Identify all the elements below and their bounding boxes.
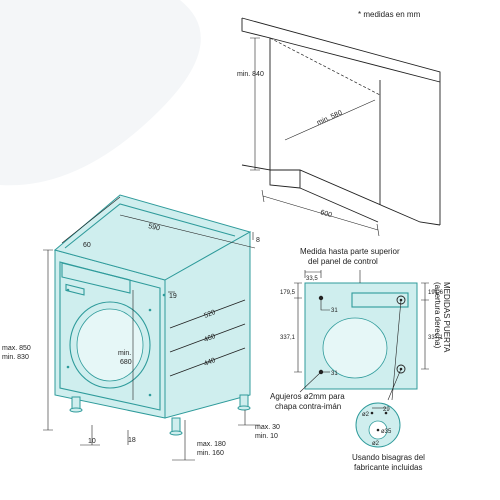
dim-18: 18: [128, 437, 136, 444]
hinge-dim-2-top: ø2: [362, 412, 370, 418]
hinge-note-line1: Usando bisagras del: [352, 453, 425, 462]
dim-8: 8: [256, 237, 260, 244]
background-shape: [0, 0, 201, 186]
dim-max-180: max. 180: [197, 441, 226, 448]
dim-19: 19: [169, 293, 177, 300]
door-drawing: [294, 270, 429, 401]
note-medida-line1: Medida hasta parte superior: [300, 247, 400, 256]
washing-machine-drawing: [43, 194, 260, 461]
cabinet-drawing: [241, 17, 441, 237]
hinge-top: [396, 295, 406, 305]
hinge-dim-35: ø35: [381, 429, 392, 435]
door-drum-circle: [322, 317, 388, 379]
dim-10: 10: [88, 438, 96, 445]
hinge-dim-29: 29: [383, 407, 390, 413]
dim-440: 440: [203, 357, 217, 368]
door-control-strip: [351, 292, 409, 308]
display-panel: [65, 283, 85, 296]
hinge-detail: [355, 402, 401, 448]
leg-front-left: [71, 396, 81, 410]
units-note: * medidas en mm: [358, 10, 421, 19]
side-label-line2: (apertura derecha): [433, 282, 442, 349]
machine-side: [164, 231, 251, 419]
dim-191-6: 191,6: [428, 290, 444, 296]
dim-min-830: min. 830: [2, 354, 29, 361]
dim-179-5: 179,5: [280, 290, 296, 296]
hinge-dim-2-bottom: ø2: [372, 441, 380, 447]
dim-460: 460: [203, 333, 217, 344]
dim-590: 590: [148, 223, 161, 232]
dim-520: 520: [203, 309, 217, 320]
holes-note-line1: Agujeros ø2mm para: [270, 392, 345, 401]
side-label-line1: MEDIDAS PUERTA: [442, 282, 451, 353]
holes-note-line2: chapa contra-imán: [275, 402, 341, 411]
dim-min-840: min. 840: [237, 71, 264, 78]
dim-337-1-right: 337,1: [428, 335, 444, 341]
dim-min-680-value: 680: [120, 359, 132, 366]
dim-min-680-label: min.: [118, 350, 131, 357]
leg-back-right: [239, 394, 249, 408]
hinge-bottom: [396, 364, 406, 374]
note-medida-line2: del panel de control: [308, 257, 378, 266]
leg-front-right: [171, 417, 181, 433]
dim-60: 60: [83, 242, 91, 249]
dim-31-top: 31: [331, 308, 338, 314]
dim-min-10: min. 10: [255, 433, 278, 440]
dim-337-1-left: 337,1: [280, 335, 296, 341]
dim-max-30: max. 30: [255, 424, 280, 431]
dim-31-bottom: 31: [331, 371, 338, 377]
drum-circle: [69, 301, 151, 389]
dim-min-580: min. 580: [316, 109, 343, 126]
dim-600: 600: [319, 209, 332, 219]
dim-33-5: 33,5: [306, 276, 318, 282]
hinge-note-line2: fabricante incluidas: [354, 463, 422, 472]
dim-max-850: max. 850: [2, 345, 31, 352]
dim-min-160: min. 160: [197, 450, 224, 457]
